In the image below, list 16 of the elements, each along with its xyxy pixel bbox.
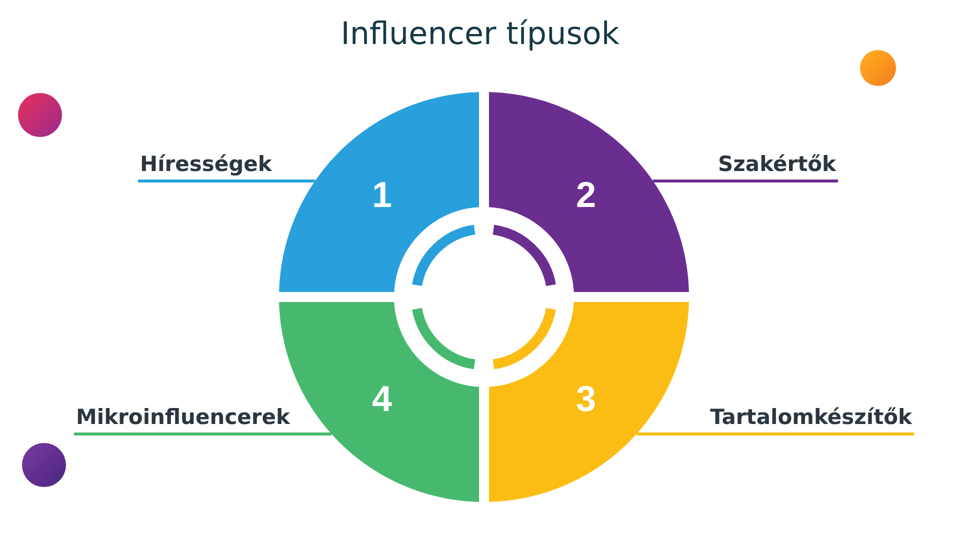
segment-number: 3	[574, 379, 598, 419]
quadrant-segment	[489, 302, 689, 502]
segment-number: 4	[370, 379, 394, 419]
category-label: Mikroinfluencerek	[76, 403, 290, 431]
diagram-title: Influencer típusok	[340, 16, 620, 52]
segment-number: 2	[574, 175, 598, 215]
segment-number: 1	[370, 175, 394, 215]
category-label: Tartalomkészítők	[710, 403, 912, 431]
category-label: Hírességek	[140, 150, 272, 178]
leader-line	[74, 432, 332, 436]
leader-line	[138, 180, 315, 182]
leader-line	[653, 180, 838, 182]
category-label: Szakértők	[718, 150, 836, 178]
quadrant-segment	[489, 92, 689, 292]
leader-line	[636, 432, 914, 436]
quadrant-segment	[279, 92, 479, 292]
